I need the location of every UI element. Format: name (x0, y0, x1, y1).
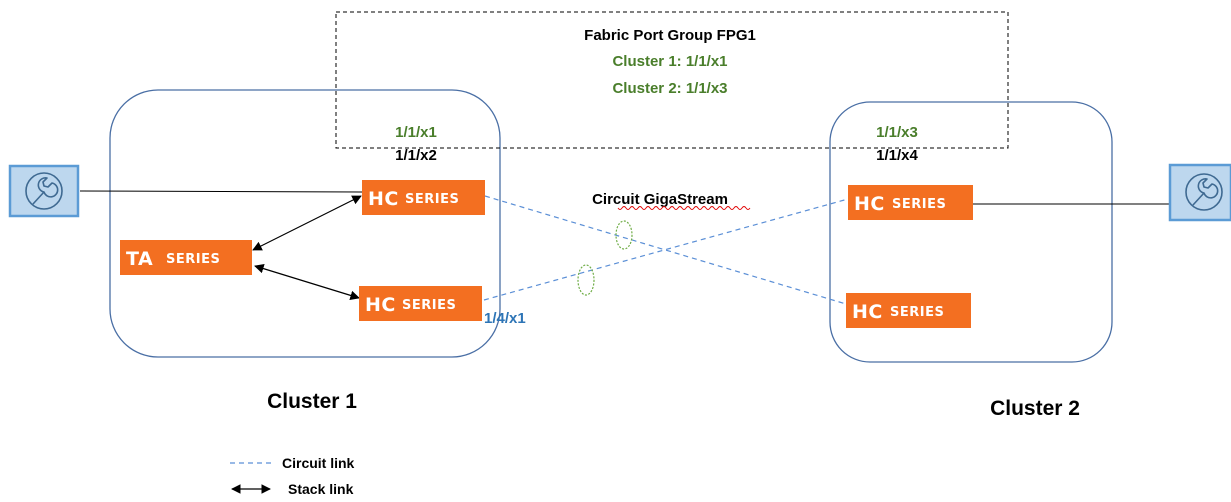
fpg-cluster2-line: Cluster 2: 1/1/x3 (612, 80, 727, 97)
fabric-port-group-box (335, 11, 1009, 149)
spellcheck-underline (617, 206, 751, 210)
series-text: SERIES (405, 192, 459, 207)
fpg-title: Fabric Port Group FPG1 (584, 27, 756, 44)
tool-icon-left[interactable] (8, 164, 80, 218)
legend-stack-label: Stack link (288, 481, 354, 497)
hc-series-badge-c1-bottom[interactable]: HC SERIES (359, 286, 482, 321)
cluster-2-box (829, 101, 1113, 363)
gigastream-ellipse-2 (577, 264, 595, 296)
ta-series-badge[interactable]: TA SERIES (120, 240, 252, 275)
gigastream-ellipse-1 (615, 220, 633, 250)
series-text: SERIES (892, 197, 946, 212)
series-text: SERIES (890, 305, 944, 320)
tool-icon-right[interactable] (1168, 163, 1231, 222)
hc-logo: HC (852, 301, 883, 323)
tool-link-left (79, 190, 363, 193)
cluster-1-label: Cluster 1 (267, 390, 357, 413)
port-label-c2-black: 1/1/x4 (876, 147, 918, 164)
hc-logo: HC (365, 294, 396, 316)
hc-logo: HC (368, 188, 399, 210)
circuit-link-2 (483, 198, 849, 301)
hc-series-badge-c2-bottom[interactable]: HC SERIES (846, 293, 971, 328)
ta-logo: TA (126, 248, 153, 270)
wrench-icon (1185, 173, 1223, 211)
fpg-cluster1-line: Cluster 1: 1/1/x1 (612, 53, 727, 70)
hc-series-badge-c1-top[interactable]: HC SERIES (362, 180, 485, 215)
port-label-c1-green: 1/1/x1 (395, 124, 437, 141)
circuit-link-1 (484, 195, 847, 305)
cluster-1-box (109, 89, 501, 358)
stack-link-top (252, 195, 362, 251)
circuit-gigastream-label: Circuit GigaStream (592, 191, 728, 208)
stack-link-bottom (254, 263, 360, 301)
port-label-c1-black: 1/1/x2 (395, 147, 437, 164)
port-label-c1-blue: 1/4/x1 (484, 310, 526, 327)
legend-circuit-label: Circuit link (282, 455, 355, 471)
series-text: SERIES (166, 252, 220, 267)
series-text: SERIES (402, 298, 456, 313)
cluster-2-label: Cluster 2 (990, 397, 1080, 420)
port-label-c2-green: 1/1/x3 (876, 124, 918, 141)
wrench-icon (25, 172, 63, 210)
hc-series-badge-c2-top[interactable]: HC SERIES (848, 185, 973, 220)
hc-logo: HC (854, 193, 885, 215)
